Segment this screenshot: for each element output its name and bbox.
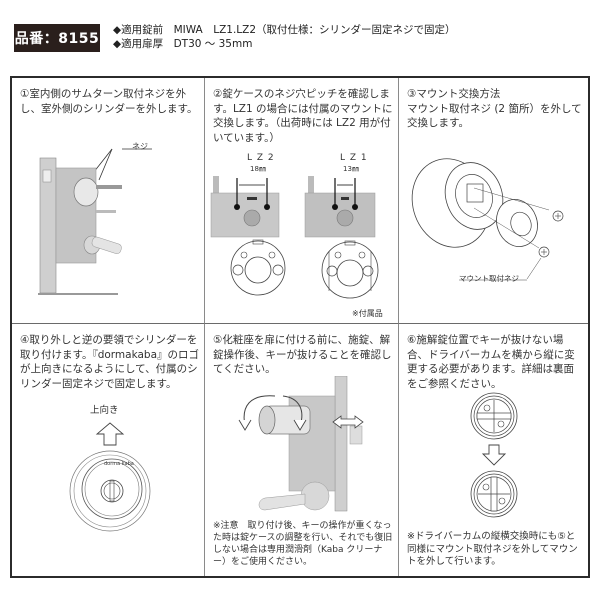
- spec-compatible-lock: ◆適用錠前 MIWA LZ1.LZ2（取付仕様：シリンダー固定ネジで固定）: [113, 24, 456, 36]
- accessory-note: ※付属品: [352, 309, 383, 318]
- dormakaba-logo: dorma kaba: [104, 461, 134, 467]
- step-3-text: ③マウント交換方法 マウント取付ネジ (2 箇所）を外して交換します。: [407, 88, 582, 129]
- lock-operation-illustration: [238, 376, 364, 512]
- lz2-label: L Z 2: [247, 153, 275, 163]
- product-number-badge: 品番：8155: [14, 24, 100, 52]
- step-6-text: ⑥施解錠位置でキーが抜けない場合、ドライバーカムを横から縦に変更する必要がありま…: [407, 334, 575, 390]
- driver-cam-vertical-icon: [470, 470, 518, 518]
- step-4-text: ④取り外しと逆の要領でシリンダーを取り付けます。『dormakaba』のロゴが上…: [20, 334, 200, 390]
- step-2-panel: ②錠ケースのネジ穴ピッチを確認します。LZ1 の場合には付属のマウントに交換しま…: [205, 78, 399, 324]
- step-5-text: ⑤化粧座を扉に付ける前に、施錠、解錠操作後、キーが抜けることを確認してください。: [213, 334, 392, 375]
- step-1-text: ①室内側のサムターン取付ネジを外し、室外側のシリンダーを外します。: [20, 88, 198, 115]
- step-3-panel: ③マウント交換方法 マウント取付ネジ (2 箇所）を外して交換します。 マウント…: [399, 78, 588, 324]
- step-5-caution-note: ※注意 取り付け後、キーの操作が重くなった時は錠ケースの調整を行い、それでも復旧…: [213, 521, 393, 567]
- step-1-panel: ①室内側のサムターン取付ネジを外し、室外側のシリンダーを外します。 ネジ: [12, 78, 205, 324]
- spec-door-thickness: ◆適用扉厚 DT30 ～ 35mm: [113, 38, 253, 50]
- lz1-pitch: 13㎜: [343, 165, 359, 173]
- upward-label: 上向き: [90, 405, 119, 416]
- driver-cam-horizontal-icon: [470, 392, 518, 440]
- header-specs: ◆適用錠前 MIWA LZ1.LZ2（取付仕様：シリンダー固定ネジで固定） ◆適…: [113, 23, 456, 51]
- step-4-panel: ④取り外しと逆の要領でシリンダーを取り付けます。『dormakaba』のロゴが上…: [12, 324, 205, 576]
- mount-comparison-illustration: [210, 176, 379, 299]
- screw-label: ネジ: [132, 142, 148, 151]
- step-6-note: ※ドライバーカムの縦横交換時にも⑤と同様にマウント取付ネジを外してマウントを外し…: [407, 531, 578, 567]
- up-arrow-icon: [95, 422, 125, 446]
- lock-case-illustration: [38, 148, 152, 295]
- step-5-panel: ⑤化粧座を扉に付ける前に、施錠、解錠操作後、キーが抜けることを確認してください。…: [205, 324, 399, 576]
- step-6-panel: ⑥施解錠位置でキーが抜けない場合、ドライバーカムを横から縦に変更する必要がありま…: [399, 324, 588, 576]
- lz1-label: L Z 1: [340, 153, 368, 163]
- mount-exchange-diagram: [411, 158, 564, 281]
- cylinder-front-illustration: [69, 450, 151, 532]
- step-2-text: ②錠ケースのネジ穴ピッチを確認します。LZ1 の場合には付属のマウントに交換しま…: [213, 88, 393, 144]
- down-arrow-icon: [482, 444, 506, 466]
- instruction-grid: ①室内側のサムターン取付ネジを外し、室外側のシリンダーを外します。 ネジ ②錠ケ…: [10, 76, 590, 578]
- lz2-pitch: 18㎜: [250, 165, 266, 173]
- mount-screw-label: マウント取付ネジ: [459, 274, 519, 283]
